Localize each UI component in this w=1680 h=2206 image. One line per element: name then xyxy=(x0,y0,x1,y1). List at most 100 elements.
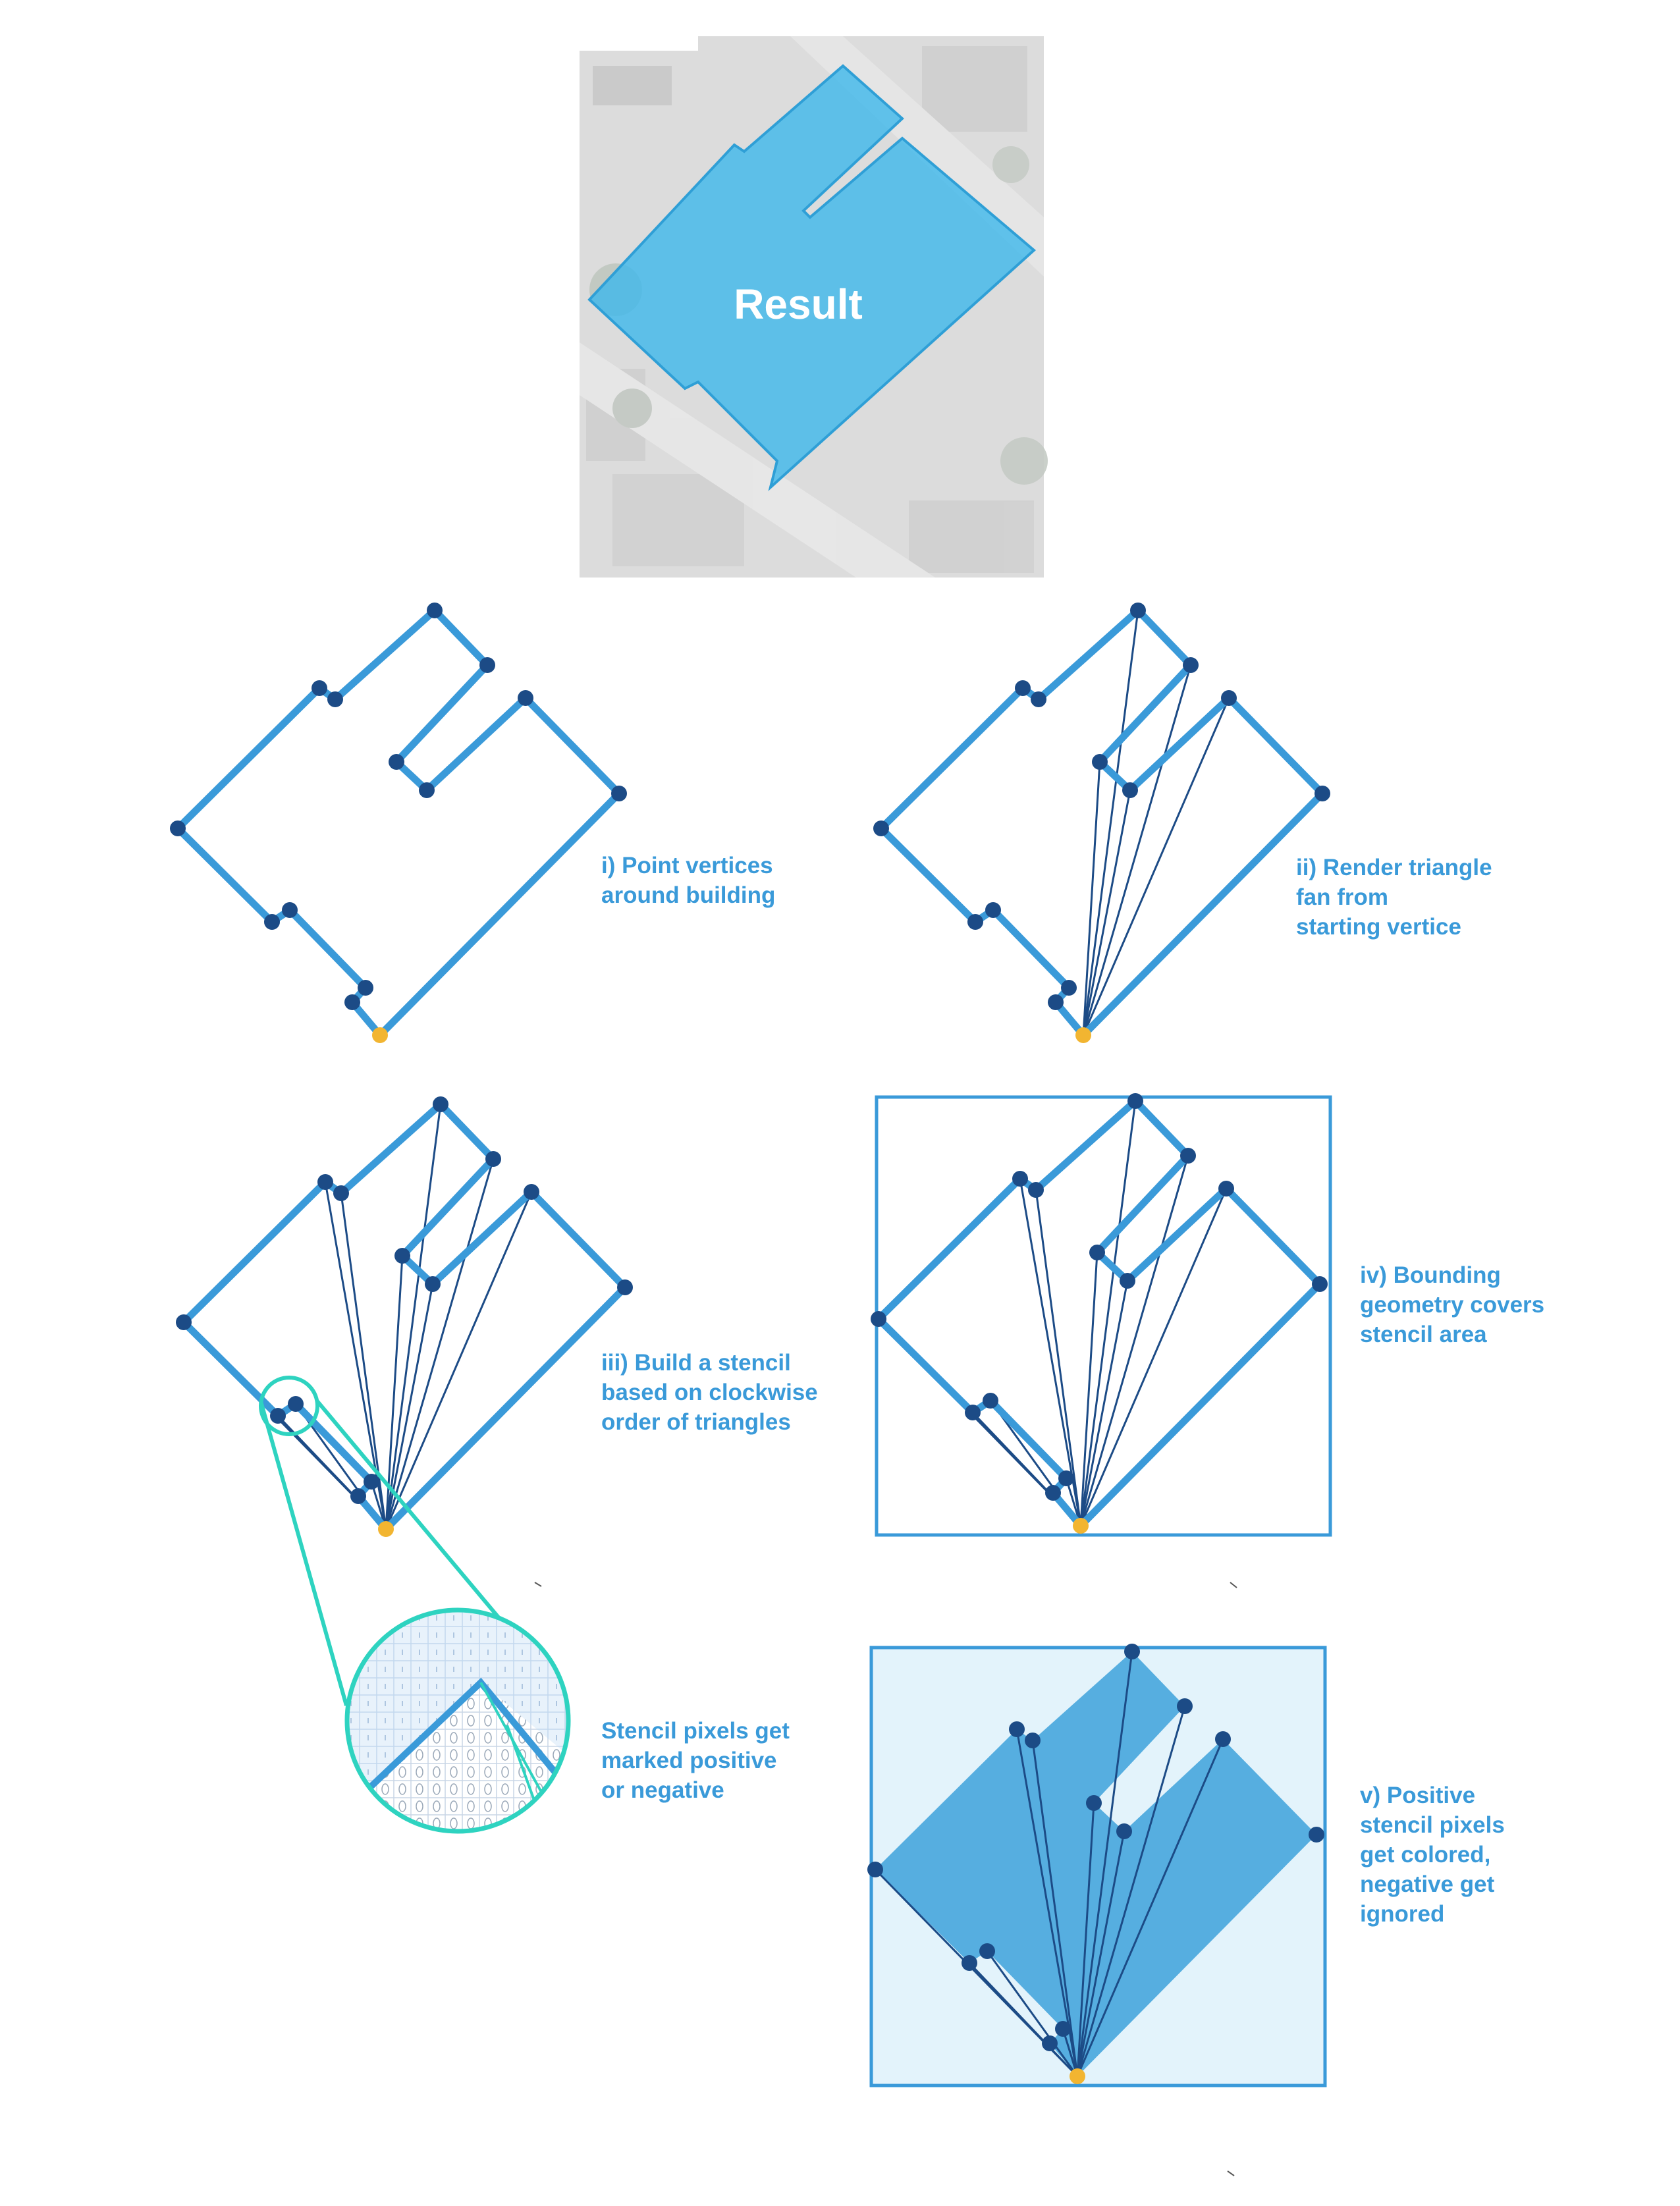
vertex xyxy=(1122,782,1138,798)
zoom-ray-right xyxy=(315,1400,531,1655)
fan-triangle-edge xyxy=(1076,1706,1186,2077)
vertex xyxy=(979,1943,995,1959)
fan-triangle-edge xyxy=(1076,1738,1224,2077)
caption-step-iv: iv) Bounding geometry covers stencil are… xyxy=(1360,1262,1545,1347)
fan-triangle-edge xyxy=(1035,1189,1082,1526)
fan-triangle-edge xyxy=(1079,1100,1137,1526)
vertex xyxy=(1086,1795,1102,1811)
caption-step-iii: iii) Build a stencil based on clockwise … xyxy=(601,1350,818,1435)
fan-triangle-edge xyxy=(385,1191,533,1530)
vertex xyxy=(1116,1823,1132,1839)
vertex xyxy=(389,754,404,770)
fan-triangle-edge xyxy=(1076,1831,1125,2077)
fan-triangle-edge xyxy=(1062,2028,1079,2077)
step-i-diagram xyxy=(170,603,627,1043)
vertex xyxy=(419,782,435,798)
vertex xyxy=(485,1151,501,1167)
fan-triangle-edge xyxy=(1082,610,1139,1036)
vertex xyxy=(176,1314,192,1330)
vertex xyxy=(611,786,627,801)
vertex xyxy=(1042,2035,1058,2051)
vertex xyxy=(617,1279,633,1295)
vertex xyxy=(425,1276,441,1292)
stray-marks xyxy=(534,1582,1237,2176)
vertex xyxy=(1045,1485,1061,1501)
stencil-positive-fill xyxy=(875,1652,1316,2076)
vertex xyxy=(873,821,889,836)
zoom-pixel-grid xyxy=(347,1610,568,1831)
vertex xyxy=(1215,1731,1231,1747)
vertex xyxy=(1221,690,1237,706)
caption-step-ii: ii) Render triangle fan from starting ve… xyxy=(1296,855,1492,940)
vertex xyxy=(871,1311,886,1327)
vertex xyxy=(1028,1182,1044,1198)
fan-triangle-edge xyxy=(385,1158,495,1530)
vertex xyxy=(1061,980,1077,996)
fan-triangle-edge xyxy=(1076,1802,1095,2077)
vertex xyxy=(1058,1470,1074,1486)
fan-triangle-edge xyxy=(1079,1155,1189,1526)
fan-triangle-edge xyxy=(1079,1280,1129,1526)
fan-triangle-edge xyxy=(1019,1178,1082,1526)
vertex xyxy=(333,1185,349,1201)
fan-triangle-edge xyxy=(1079,1252,1098,1526)
vertex xyxy=(1127,1093,1143,1109)
fan-triangle-edge xyxy=(385,1104,442,1530)
vertex xyxy=(427,603,443,618)
start-vertex xyxy=(1073,1518,1089,1534)
vertex xyxy=(867,1862,883,1877)
vertex xyxy=(1218,1181,1234,1197)
fan-triangle-edge xyxy=(968,1962,1079,2078)
fan-triangle-edge xyxy=(1079,1188,1228,1526)
caption-step-i: i) Point vertices around building xyxy=(601,853,776,908)
fan-triangle-edge xyxy=(986,1950,1079,2077)
step-iii-diagram xyxy=(176,1096,633,1537)
vertex xyxy=(1180,1148,1196,1164)
vertex xyxy=(1015,680,1031,696)
fan-triangle-edge xyxy=(1076,1651,1133,2077)
vertex xyxy=(1120,1273,1135,1289)
vertex xyxy=(985,902,1001,918)
vertex xyxy=(1092,754,1108,770)
vertex xyxy=(1309,1827,1324,1843)
vertex xyxy=(1031,691,1046,707)
fan-triangle-edge xyxy=(1031,1740,1079,2077)
step-ii-diagram xyxy=(873,603,1330,1043)
vertex xyxy=(327,691,343,707)
vertex xyxy=(1314,786,1330,801)
start-vertex xyxy=(1070,2068,1085,2084)
vertex xyxy=(967,914,983,930)
result-label: Result xyxy=(734,281,863,328)
zoom-ray-left xyxy=(259,1401,348,1706)
vertex xyxy=(524,1184,539,1200)
vertex xyxy=(965,1405,981,1420)
vertex xyxy=(983,1393,998,1409)
zoom-source-ring xyxy=(259,1376,319,1436)
vertex xyxy=(518,690,533,706)
vertex xyxy=(350,1488,366,1504)
fan-triangle-edge xyxy=(385,1283,434,1530)
vertex xyxy=(282,902,298,918)
step-iv-diagram xyxy=(871,1093,1332,1537)
stencil-zoom-callout xyxy=(259,1376,571,1834)
building-outline xyxy=(173,605,624,1041)
vertex xyxy=(394,1248,410,1264)
vertex xyxy=(1025,1733,1041,1748)
start-vertex xyxy=(378,1521,394,1537)
fan-triangle-edge xyxy=(1016,1729,1079,2077)
vertex xyxy=(1124,1644,1140,1659)
step-v-diagram xyxy=(867,1644,1327,2087)
vertex xyxy=(1048,994,1064,1010)
vertex xyxy=(344,994,360,1010)
vertex xyxy=(1183,657,1199,673)
vertex xyxy=(364,1474,379,1490)
vertex xyxy=(1012,1171,1028,1187)
vertex xyxy=(270,1408,286,1424)
vertex xyxy=(312,680,327,696)
result-aerial-photo xyxy=(580,36,1048,578)
caption-zoom-note: Stencil pixels get marked positive or ne… xyxy=(601,1718,790,1803)
fan-triangle-edge xyxy=(1082,761,1101,1036)
caption-step-v: v) Positive stencil pixels get colored, … xyxy=(1360,1783,1505,1927)
vertex xyxy=(317,1174,333,1190)
